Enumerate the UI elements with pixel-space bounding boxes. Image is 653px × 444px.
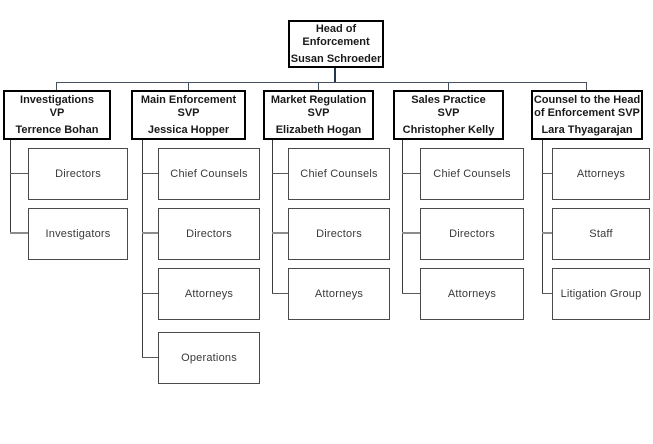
connector-drop-col1 [56,82,57,90]
org-node-investigations-vp: Investigations VP Terrence Bohan [3,90,111,140]
node-label: Directors [186,228,232,240]
node-label: Operations [181,352,237,364]
org-node-counsel-to-head-svp: Counsel to the Head of Enforcement SVP L… [531,90,643,140]
connector-col2-stub-2 [142,232,158,234]
node-person-name: Christopher Kelly [402,123,495,136]
node-person-name: Elizabeth Hogan [275,123,362,136]
org-node-sales-prac-chief-counsels: Chief Counsels [420,148,524,200]
connector-col3-stub-2 [272,232,288,234]
connector-drop-col2 [188,82,189,90]
org-node-counsel-attorneys: Attorneys [552,148,650,200]
connector-col3-stub-3 [272,293,288,294]
connector-col5-spine [542,140,543,294]
node-title-line: Market Regulation [270,93,367,106]
connector-col1-spine [10,140,11,234]
connector-col2-stub-3 [142,293,158,294]
node-label: Staff [589,228,613,240]
connector-col3-spine [272,140,273,294]
node-title-line: Sales Practice [411,93,486,106]
connector-col5-stub-1 [542,173,552,174]
node-title-line: VP [49,106,65,119]
node-label: Attorneys [314,288,364,300]
org-node-counsel-staff: Staff [552,208,650,260]
connector-drop-col4 [448,82,449,90]
connector-col2-spine [142,140,143,358]
org-node-market-reg-chief-counsels: Chief Counsels [288,148,390,200]
node-person-name: Lara Thyagarajan [541,123,633,136]
connector-col2-stub-4 [142,357,158,358]
node-title-line: Head of [315,22,357,35]
node-title-line: Enforcement [302,35,370,48]
node-label: Attorneys [576,168,626,180]
connector-col5-stub-3 [542,293,552,294]
org-node-main-enf-operations: Operations [158,332,260,384]
connector-top-rail [56,82,587,83]
node-title-line: Counsel to the Head [533,93,641,106]
org-node-main-enf-directors: Directors [158,208,260,260]
connector-root-stub [334,68,336,82]
node-title-line: of Enforcement SVP [534,106,640,119]
connector-col1-stub-1 [10,173,28,174]
connector-drop-col5 [586,82,587,90]
connector-col1-stub-2 [10,232,28,234]
node-label: Attorneys [447,288,497,300]
org-node-sales-practice-svp: Sales Practice SVP Christopher Kelly [393,90,504,140]
org-node-main-enf-chief-counsels: Chief Counsels [158,148,260,200]
node-label: Chief Counsels [433,168,511,180]
org-node-sales-prac-directors: Directors [420,208,524,260]
node-title-line: SVP [177,106,200,119]
node-person-name: Terrence Bohan [15,123,99,136]
connector-col3-stub-1 [272,173,288,174]
connector-drop-col3 [318,82,319,90]
node-label: Directors [55,168,101,180]
org-node-market-reg-directors: Directors [288,208,390,260]
connector-col5-stub-2 [542,232,552,234]
node-title-line: SVP [437,106,460,119]
connector-col2-stub-1 [142,173,158,174]
org-node-counsel-litigation-group: Litigation Group [552,268,650,320]
org-node-head-of-enforcement: Head of Enforcement Susan Schroeder [288,20,384,68]
connector-col4-spine [402,140,403,294]
org-node-main-enf-attorneys: Attorneys [158,268,260,320]
org-node-main-enforcement-svp: Main Enforcement SVP Jessica Hopper [131,90,246,140]
node-label: Directors [316,228,362,240]
org-node-investigations-directors: Directors [28,148,128,200]
node-label: Directors [449,228,495,240]
node-label: Investigators [45,228,111,240]
node-title-line: SVP [307,106,330,119]
connector-col4-stub-1 [402,173,420,174]
node-title-line: Main Enforcement [140,93,237,106]
node-person-name: Jessica Hopper [147,123,230,136]
node-label: Chief Counsels [170,168,248,180]
node-label: Attorneys [184,288,234,300]
org-node-sales-prac-attorneys: Attorneys [420,268,524,320]
connector-col4-stub-2 [402,232,420,234]
node-person-name: Susan Schroeder [290,52,382,65]
org-node-market-regulation-svp: Market Regulation SVP Elizabeth Hogan [263,90,374,140]
org-node-investigations-investigators: Investigators [28,208,128,260]
node-label: Litigation Group [560,288,642,300]
connector-col4-stub-3 [402,293,420,294]
node-title-line: Investigations [20,93,94,106]
node-label: Chief Counsels [300,168,378,180]
org-node-market-reg-attorneys: Attorneys [288,268,390,320]
